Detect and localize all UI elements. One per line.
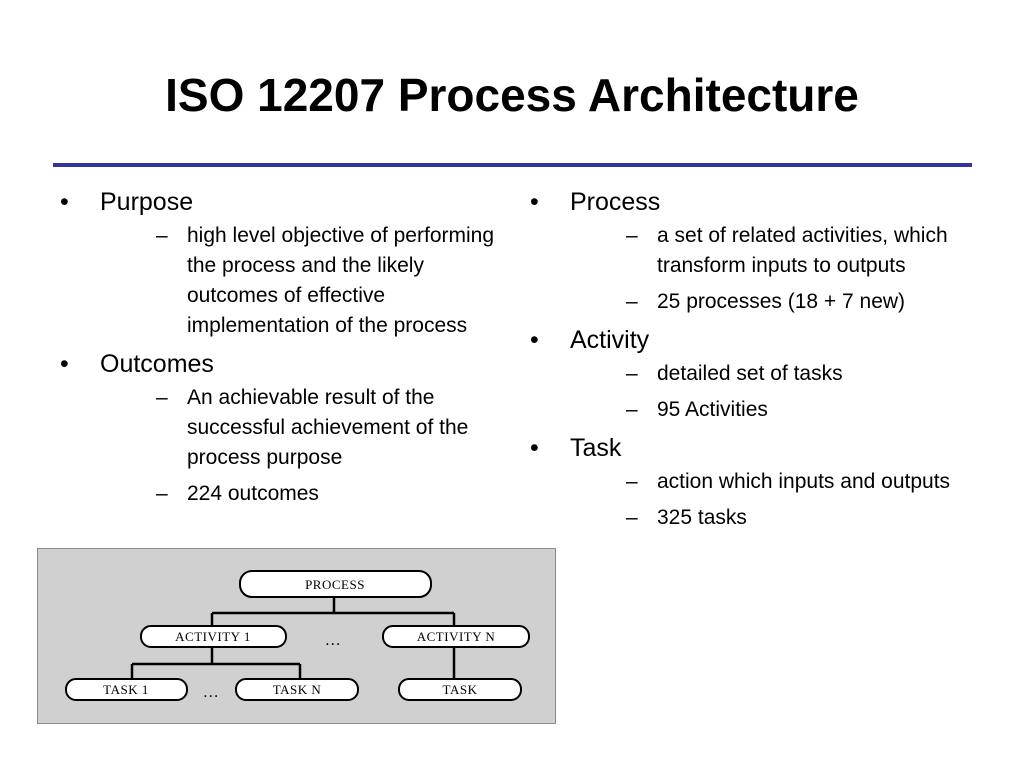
sub-item-text: 224 outcomes: [187, 482, 319, 505]
bullet-heading: Activity: [570, 326, 650, 354]
task-n-label: TASK N: [273, 682, 322, 697]
bullet-mark: •: [530, 188, 539, 216]
sub-item: – detailed set of tasks: [570, 359, 968, 389]
sub-list: – An achievable result of the successful…: [100, 383, 503, 509]
activity-1-node: [140, 625, 287, 648]
dash-mark: –: [156, 482, 168, 505]
dash-mark: –: [626, 398, 638, 421]
hierarchy-svg: PROCESS ACTIVITY 1 ACTIVITY N … TASK 1 T…: [65, 570, 530, 701]
sub-item-text: action which inputs and outputs: [657, 470, 951, 493]
connector-lines: [130, 597, 456, 679]
node-labels: PROCESS ACTIVITY 1 ACTIVITY N … TASK 1 T…: [103, 577, 495, 701]
sub-item-text: 325 tasks: [657, 506, 747, 529]
title-divider: [53, 163, 972, 167]
sub-item: – An achievable result of the successful…: [100, 383, 503, 473]
dash-mark: –: [626, 290, 638, 313]
sub-list: – action which inputs and outputs – 325 …: [570, 467, 968, 533]
sub-item-text: 95 Activities: [657, 398, 768, 421]
sub-item: – high level objective of performing the…: [100, 221, 503, 341]
sub-item-text: An achievable result of the successful a…: [187, 386, 469, 469]
left-column: • Purpose – high level objective of perf…: [58, 186, 503, 509]
task-label: TASK: [443, 682, 478, 697]
bullet-mark: •: [60, 188, 69, 216]
sub-item-text: detailed set of tasks: [657, 362, 843, 385]
sub-list: – detailed set of tasks – 95 Activities: [570, 359, 968, 425]
process-label: PROCESS: [305, 577, 365, 592]
dash-mark: –: [156, 386, 168, 409]
sub-item-text: a set of related activities, which trans…: [657, 224, 948, 277]
sub-item: – 325 tasks: [570, 503, 968, 533]
node-boxes: [65, 570, 530, 701]
sub-list: – a set of related activities, which tra…: [570, 221, 968, 317]
task-1-label: TASK 1: [103, 682, 149, 697]
slide-title: ISO 12207 Process Architecture: [165, 69, 859, 121]
bullet-mark: •: [530, 434, 539, 462]
sub-item: – 224 outcomes: [100, 479, 503, 509]
activity-1-label: ACTIVITY 1: [175, 629, 251, 644]
sub-item: – 25 processes (18 + 7 new): [570, 287, 968, 317]
bullet-activity: • Activity – detailed set of tasks – 95 …: [528, 324, 968, 425]
bullet-heading: Purpose: [100, 188, 194, 216]
dash-mark: –: [626, 362, 638, 385]
activity-n-label: ACTIVITY N: [417, 629, 496, 644]
bullet-heading: Process: [570, 188, 661, 216]
bullet-heading: Outcomes: [100, 350, 214, 378]
bullet-purpose: • Purpose – high level objective of perf…: [58, 186, 503, 341]
task-n-node: [235, 678, 359, 701]
dash-mark: –: [156, 224, 168, 247]
activity-ellipsis: …: [325, 632, 342, 649]
right-column: • Process – a set of related activities,…: [528, 186, 968, 533]
sub-item: – 95 Activities: [570, 395, 968, 425]
dash-mark: –: [626, 470, 638, 493]
sub-item-text: high level objective of performing the p…: [187, 224, 495, 337]
task-ellipsis: …: [203, 684, 220, 701]
bullet-process: • Process – a set of related activities,…: [528, 186, 968, 317]
dash-mark: –: [626, 224, 638, 247]
sub-item: – a set of related activities, which tra…: [570, 221, 968, 281]
dash-mark: –: [626, 506, 638, 529]
bullet-heading: Task: [570, 434, 622, 462]
task-1-node: [65, 678, 188, 701]
task-node: [398, 678, 522, 701]
bullet-outcomes: • Outcomes – An achievable result of the…: [58, 348, 503, 509]
hierarchy-diagram: PROCESS ACTIVITY 1 ACTIVITY N … TASK 1 T…: [37, 548, 556, 724]
bullet-mark: •: [60, 350, 69, 378]
sub-list: – high level objective of performing the…: [100, 221, 503, 341]
bullet-mark: •: [530, 326, 539, 354]
sub-item: – action which inputs and outputs: [570, 467, 968, 497]
bullet-task: • Task – action which inputs and outputs…: [528, 432, 968, 533]
activity-n-node: [382, 625, 530, 648]
process-node: [239, 570, 432, 598]
sub-item-text: 25 processes (18 + 7 new): [657, 290, 906, 313]
